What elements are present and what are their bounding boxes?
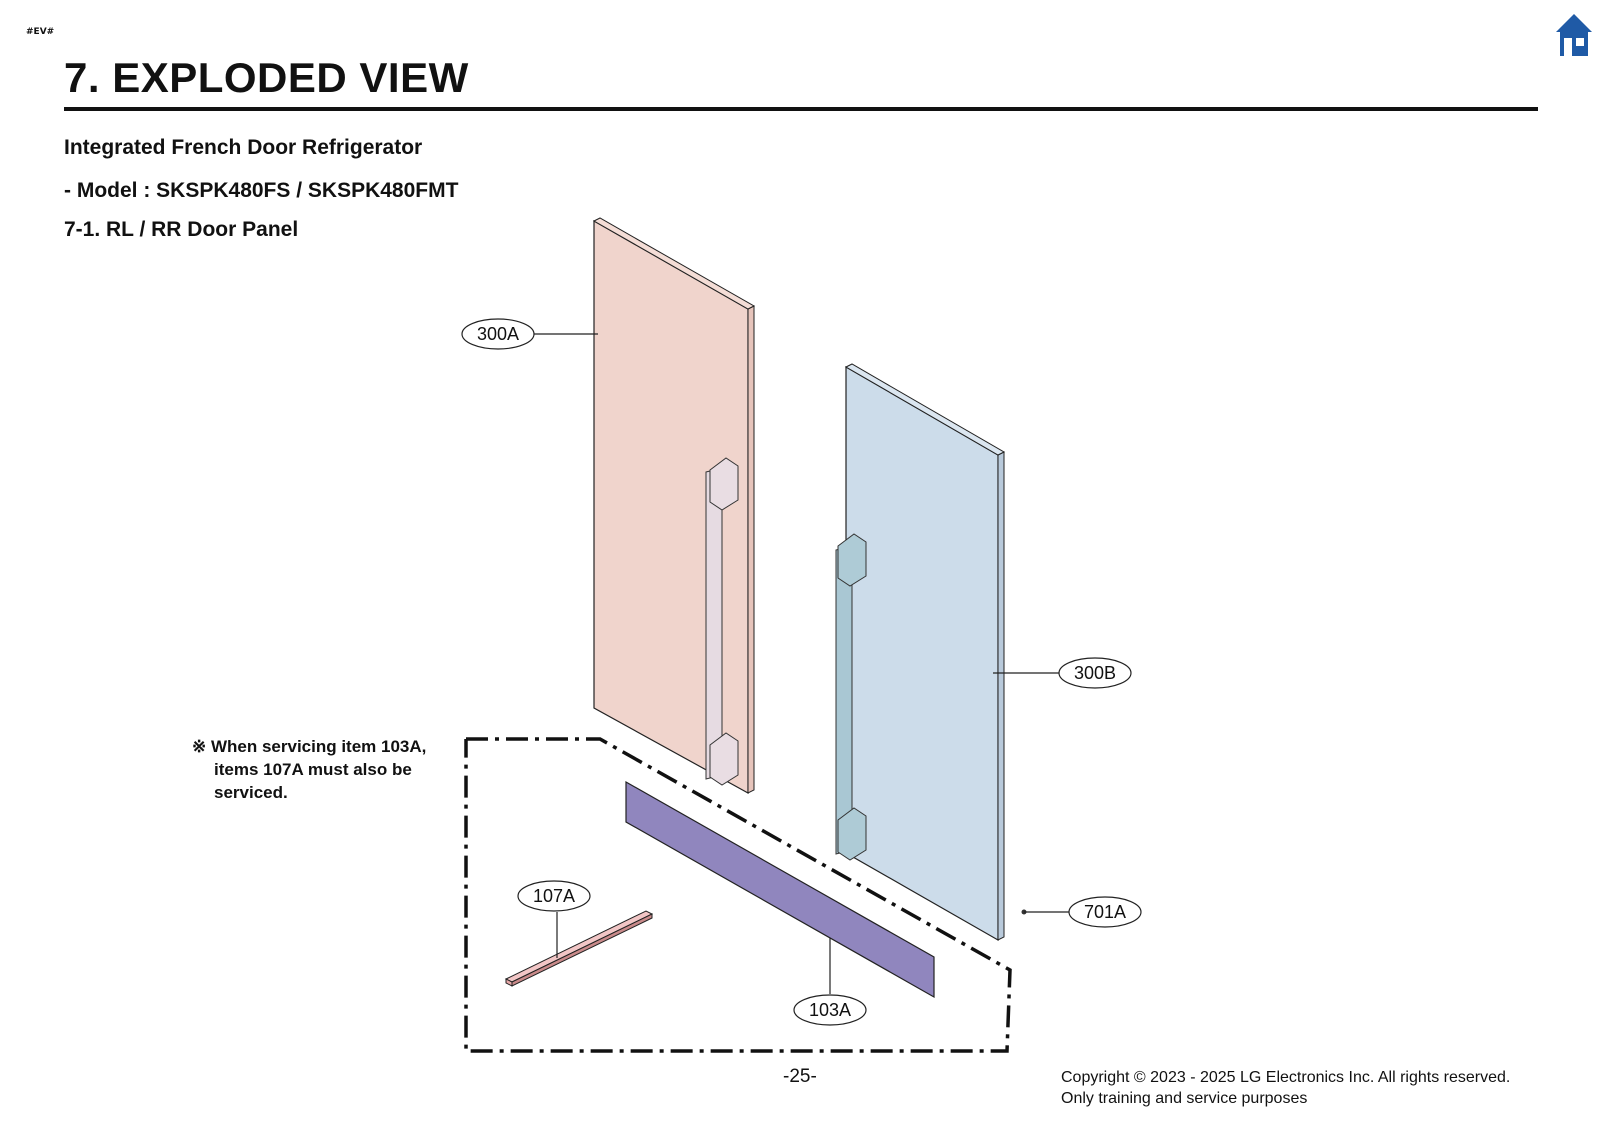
section-title: 7-1. RL / RR Door Panel (64, 218, 299, 241)
callout-300A: 300A (461, 318, 535, 350)
service-note-line-3: serviced. (214, 783, 288, 802)
callout-701A: 701A (1068, 896, 1142, 928)
service-note-line-1: ※ When servicing item 103A, (192, 737, 427, 756)
bar-103A (625, 780, 935, 999)
service-group-boundary (464, 737, 1012, 1053)
model-line: - Model : SKSPK480FS / SKSPK480FMT (64, 179, 458, 203)
callout-300B: 300B (1058, 657, 1132, 689)
page-title: 7. EXPLODED VIEW (64, 54, 469, 101)
document-tag: #EV# (26, 27, 55, 37)
purpose-text: Only training and service purposes (1061, 1090, 1308, 1107)
copyright-block: Copyright © 2023 - 2025 LG Electronics I… (1061, 1067, 1510, 1109)
service-note: ※ When servicing item 103A, items 107A m… (192, 735, 452, 804)
product-name: Integrated French Door Refrigerator (64, 136, 423, 159)
callout-103A: 103A (793, 994, 867, 1026)
model-label: - Model : (64, 179, 151, 202)
callout-107A: 107A (517, 880, 591, 912)
callout-300B-label: 300B (1074, 663, 1116, 683)
callout-107A-label: 107A (533, 886, 575, 906)
home-icon[interactable] (1554, 12, 1594, 58)
callout-701A-label: 701A (1084, 902, 1126, 922)
strip-107A (504, 910, 654, 987)
service-note-line-2: items 107A must also be (214, 760, 412, 779)
copyright-text: Copyright © 2023 - 2025 LG Electronics I… (1061, 1069, 1511, 1086)
model-value: SKSPK480FS / SKSPK480FMT (156, 179, 459, 202)
callout-300A-label: 300A (477, 324, 519, 344)
right-door-panel (835, 363, 1006, 942)
title-rule (64, 107, 1538, 111)
callout-103A-label: 103A (809, 1000, 851, 1020)
left-door-panel (592, 217, 756, 795)
page-number: -25- (783, 1066, 817, 1087)
